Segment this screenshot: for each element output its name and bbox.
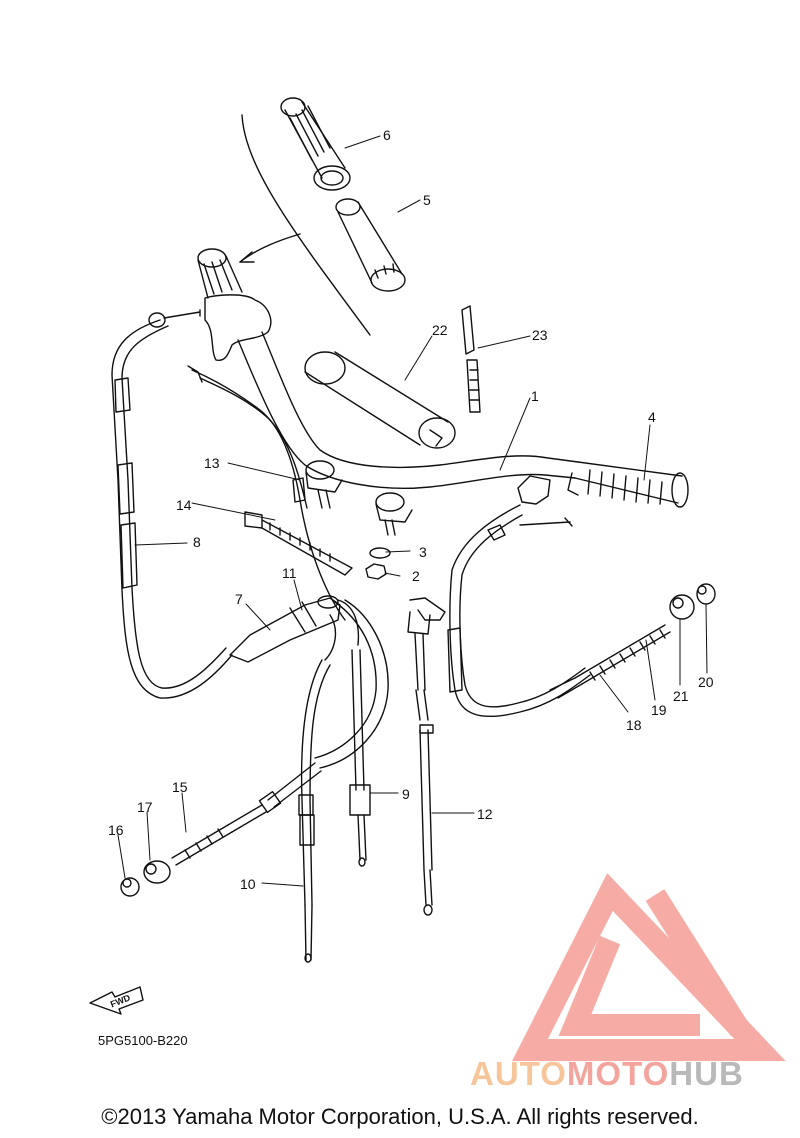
watermark-hub: HUB bbox=[669, 1055, 744, 1092]
callout-23: 23 bbox=[532, 327, 548, 343]
part-code: 5PG5100-B220 bbox=[98, 1033, 188, 1048]
callout-16: 16 bbox=[108, 822, 124, 838]
clamp-13 bbox=[305, 460, 343, 509]
washer-3 bbox=[369, 547, 391, 559]
cable-12 bbox=[407, 597, 446, 916]
cable-8 bbox=[111, 309, 233, 699]
sleeve-5 bbox=[335, 198, 406, 292]
callout-1: 1 bbox=[531, 388, 539, 404]
band-23 bbox=[461, 305, 481, 413]
watermark-moto: MOTO bbox=[566, 1055, 670, 1092]
cable-15 bbox=[171, 762, 322, 866]
callout-3: 3 bbox=[419, 544, 427, 560]
cable-18 bbox=[447, 504, 591, 718]
callout-14: 14 bbox=[176, 497, 192, 513]
watermark-text: AUTOMOTOHUB bbox=[470, 1055, 744, 1093]
inset-bracket bbox=[241, 114, 371, 336]
fwd-arrow-icon bbox=[89, 986, 144, 1015]
callout-21: 21 bbox=[673, 688, 689, 704]
left-switch bbox=[204, 294, 272, 362]
callout-5: 5 bbox=[423, 192, 431, 208]
cable-9 bbox=[349, 649, 371, 867]
callout-6: 6 bbox=[383, 127, 391, 143]
cable-10 bbox=[298, 659, 331, 963]
leader-lines bbox=[117, 135, 708, 887]
callout-12: 12 bbox=[477, 806, 493, 822]
cable-15-run bbox=[319, 599, 389, 769]
right-grip-4 bbox=[567, 461, 689, 508]
callout-17: 17 bbox=[137, 799, 153, 815]
cable-13-run bbox=[191, 369, 346, 621]
grip-6 bbox=[280, 97, 351, 191]
callout-22: 22 bbox=[432, 322, 448, 338]
callout-8: 8 bbox=[193, 534, 201, 550]
callout-20: 20 bbox=[698, 674, 714, 690]
callout-11: 11 bbox=[282, 565, 297, 581]
copyright-footer: ©2013 Yamaha Motor Corporation, U.S.A. A… bbox=[101, 1104, 699, 1129]
right-bracket bbox=[517, 475, 551, 505]
grip-22 bbox=[304, 351, 456, 449]
callout-9: 9 bbox=[402, 786, 410, 802]
nut-2 bbox=[365, 563, 387, 580]
watermark-logo bbox=[512, 873, 786, 1061]
callout-19: 19 bbox=[651, 702, 667, 718]
parts-20-21 bbox=[669, 583, 716, 620]
inset-arrow bbox=[239, 233, 301, 263]
cable-19 bbox=[549, 624, 671, 699]
band-14 bbox=[244, 511, 353, 576]
handlebar-1 bbox=[237, 331, 579, 489]
callout-2: 2 bbox=[412, 568, 420, 584]
watermark-auto: AUTO bbox=[470, 1055, 567, 1092]
callout-13: 13 bbox=[204, 455, 220, 471]
callout-10: 10 bbox=[240, 876, 256, 892]
parts-16-17 bbox=[120, 860, 171, 897]
callout-4: 4 bbox=[648, 409, 656, 425]
callout-18: 18 bbox=[626, 717, 642, 733]
callout-15: 15 bbox=[172, 779, 188, 795]
clamp-right bbox=[375, 492, 413, 536]
left-grip bbox=[197, 248, 243, 299]
callout-7: 7 bbox=[235, 591, 243, 607]
